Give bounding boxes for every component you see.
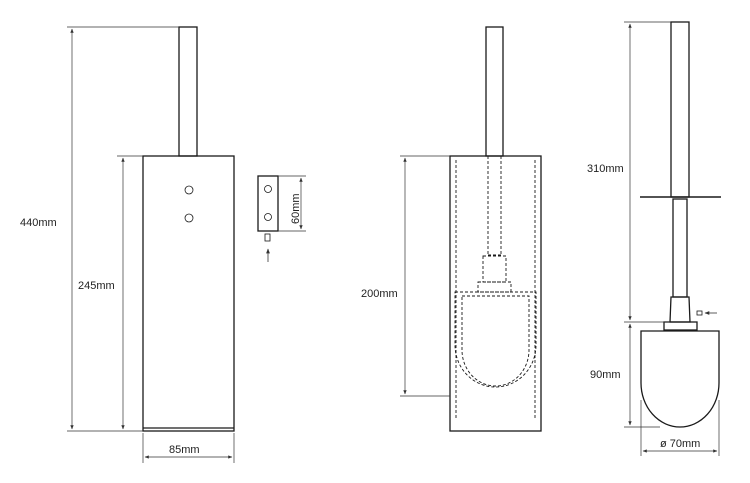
front-mount-hole-top bbox=[184, 185, 194, 195]
dim-holder-width bbox=[142, 433, 235, 463]
brush-head-ring bbox=[663, 321, 698, 331]
bracket-screw bbox=[264, 233, 271, 242]
section-holder-body bbox=[449, 155, 542, 432]
bracket-hole-top bbox=[264, 185, 272, 193]
section-view bbox=[449, 26, 542, 432]
dim-bracket-height bbox=[278, 175, 306, 232]
total-height-label: 440mm bbox=[20, 217, 57, 229]
front-holder-body bbox=[142, 155, 235, 432]
inner-height-label: 200mm bbox=[361, 288, 398, 300]
dim-handle-length bbox=[624, 21, 671, 323]
bracket-plate bbox=[257, 175, 279, 232]
handle-length-label: 310mm bbox=[587, 163, 624, 175]
brush-diameter-label: ø 70mm bbox=[660, 438, 700, 450]
bracket-height-label: 60mm bbox=[290, 193, 302, 224]
brush-head bbox=[640, 330, 720, 428]
dim-brush-height bbox=[624, 323, 660, 428]
brush-handle-lower bbox=[672, 198, 688, 298]
brush-height-label: 90mm bbox=[590, 369, 621, 381]
brush-screw bbox=[696, 310, 703, 316]
front-view bbox=[142, 26, 235, 432]
front-handle bbox=[178, 26, 198, 157]
front-mount-hole-bottom bbox=[184, 213, 194, 223]
brush-handle-upper bbox=[670, 21, 690, 198]
dim-holder-height bbox=[117, 155, 143, 430]
dim-brush-diameter bbox=[640, 400, 720, 456]
brush-collar bbox=[669, 296, 691, 323]
dim-inner-height bbox=[400, 155, 450, 397]
section-handle bbox=[485, 26, 504, 157]
holder-height-label: 245mm bbox=[78, 280, 115, 292]
hidden-lines bbox=[454, 156, 537, 420]
dim-total-height bbox=[67, 26, 179, 432]
brush-view bbox=[640, 21, 721, 428]
holder-width-label: 85mm bbox=[169, 444, 200, 456]
bracket-hole-bottom bbox=[264, 213, 272, 221]
wall-bracket-detail bbox=[257, 175, 279, 262]
